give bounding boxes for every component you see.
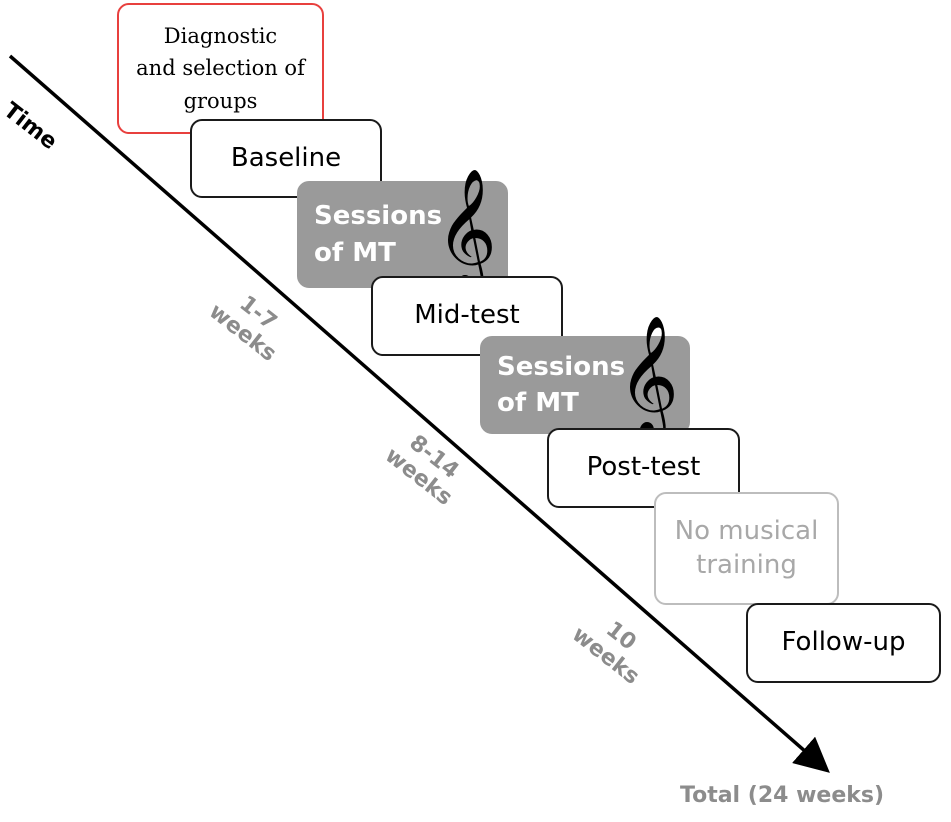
treble-clef-icon: 𝄞	[617, 314, 679, 436]
step-mid-test-label: Mid-test	[414, 300, 520, 331]
step-sessions-mt-1: Sessions of MT 𝄞	[297, 176, 508, 288]
step-baseline-label: Baseline	[230, 142, 342, 173]
step-post-test: Post-test	[547, 428, 740, 508]
step-diagnostic-selection: Diagnostic and selection of groups	[117, 3, 324, 134]
treble-clef-icon: 𝄞	[435, 167, 497, 289]
step-no-musical-training: No musical training	[654, 492, 839, 605]
step-follow-up: Follow-up	[746, 603, 941, 683]
total-duration-label: Total (24 weeks)	[680, 783, 885, 808]
step-sessions-mt-2-label: Sessions of MT	[497, 351, 626, 418]
step-follow-up-label: Follow-up	[781, 627, 906, 658]
step-post-test-label: Post-test	[586, 452, 701, 483]
step-sessions-mt-1-label: Sessions of MT	[314, 201, 443, 268]
step-sessions-mt-2: Sessions of MT 𝄞	[480, 323, 690, 434]
timeline-arrow	[8, 54, 830, 773]
